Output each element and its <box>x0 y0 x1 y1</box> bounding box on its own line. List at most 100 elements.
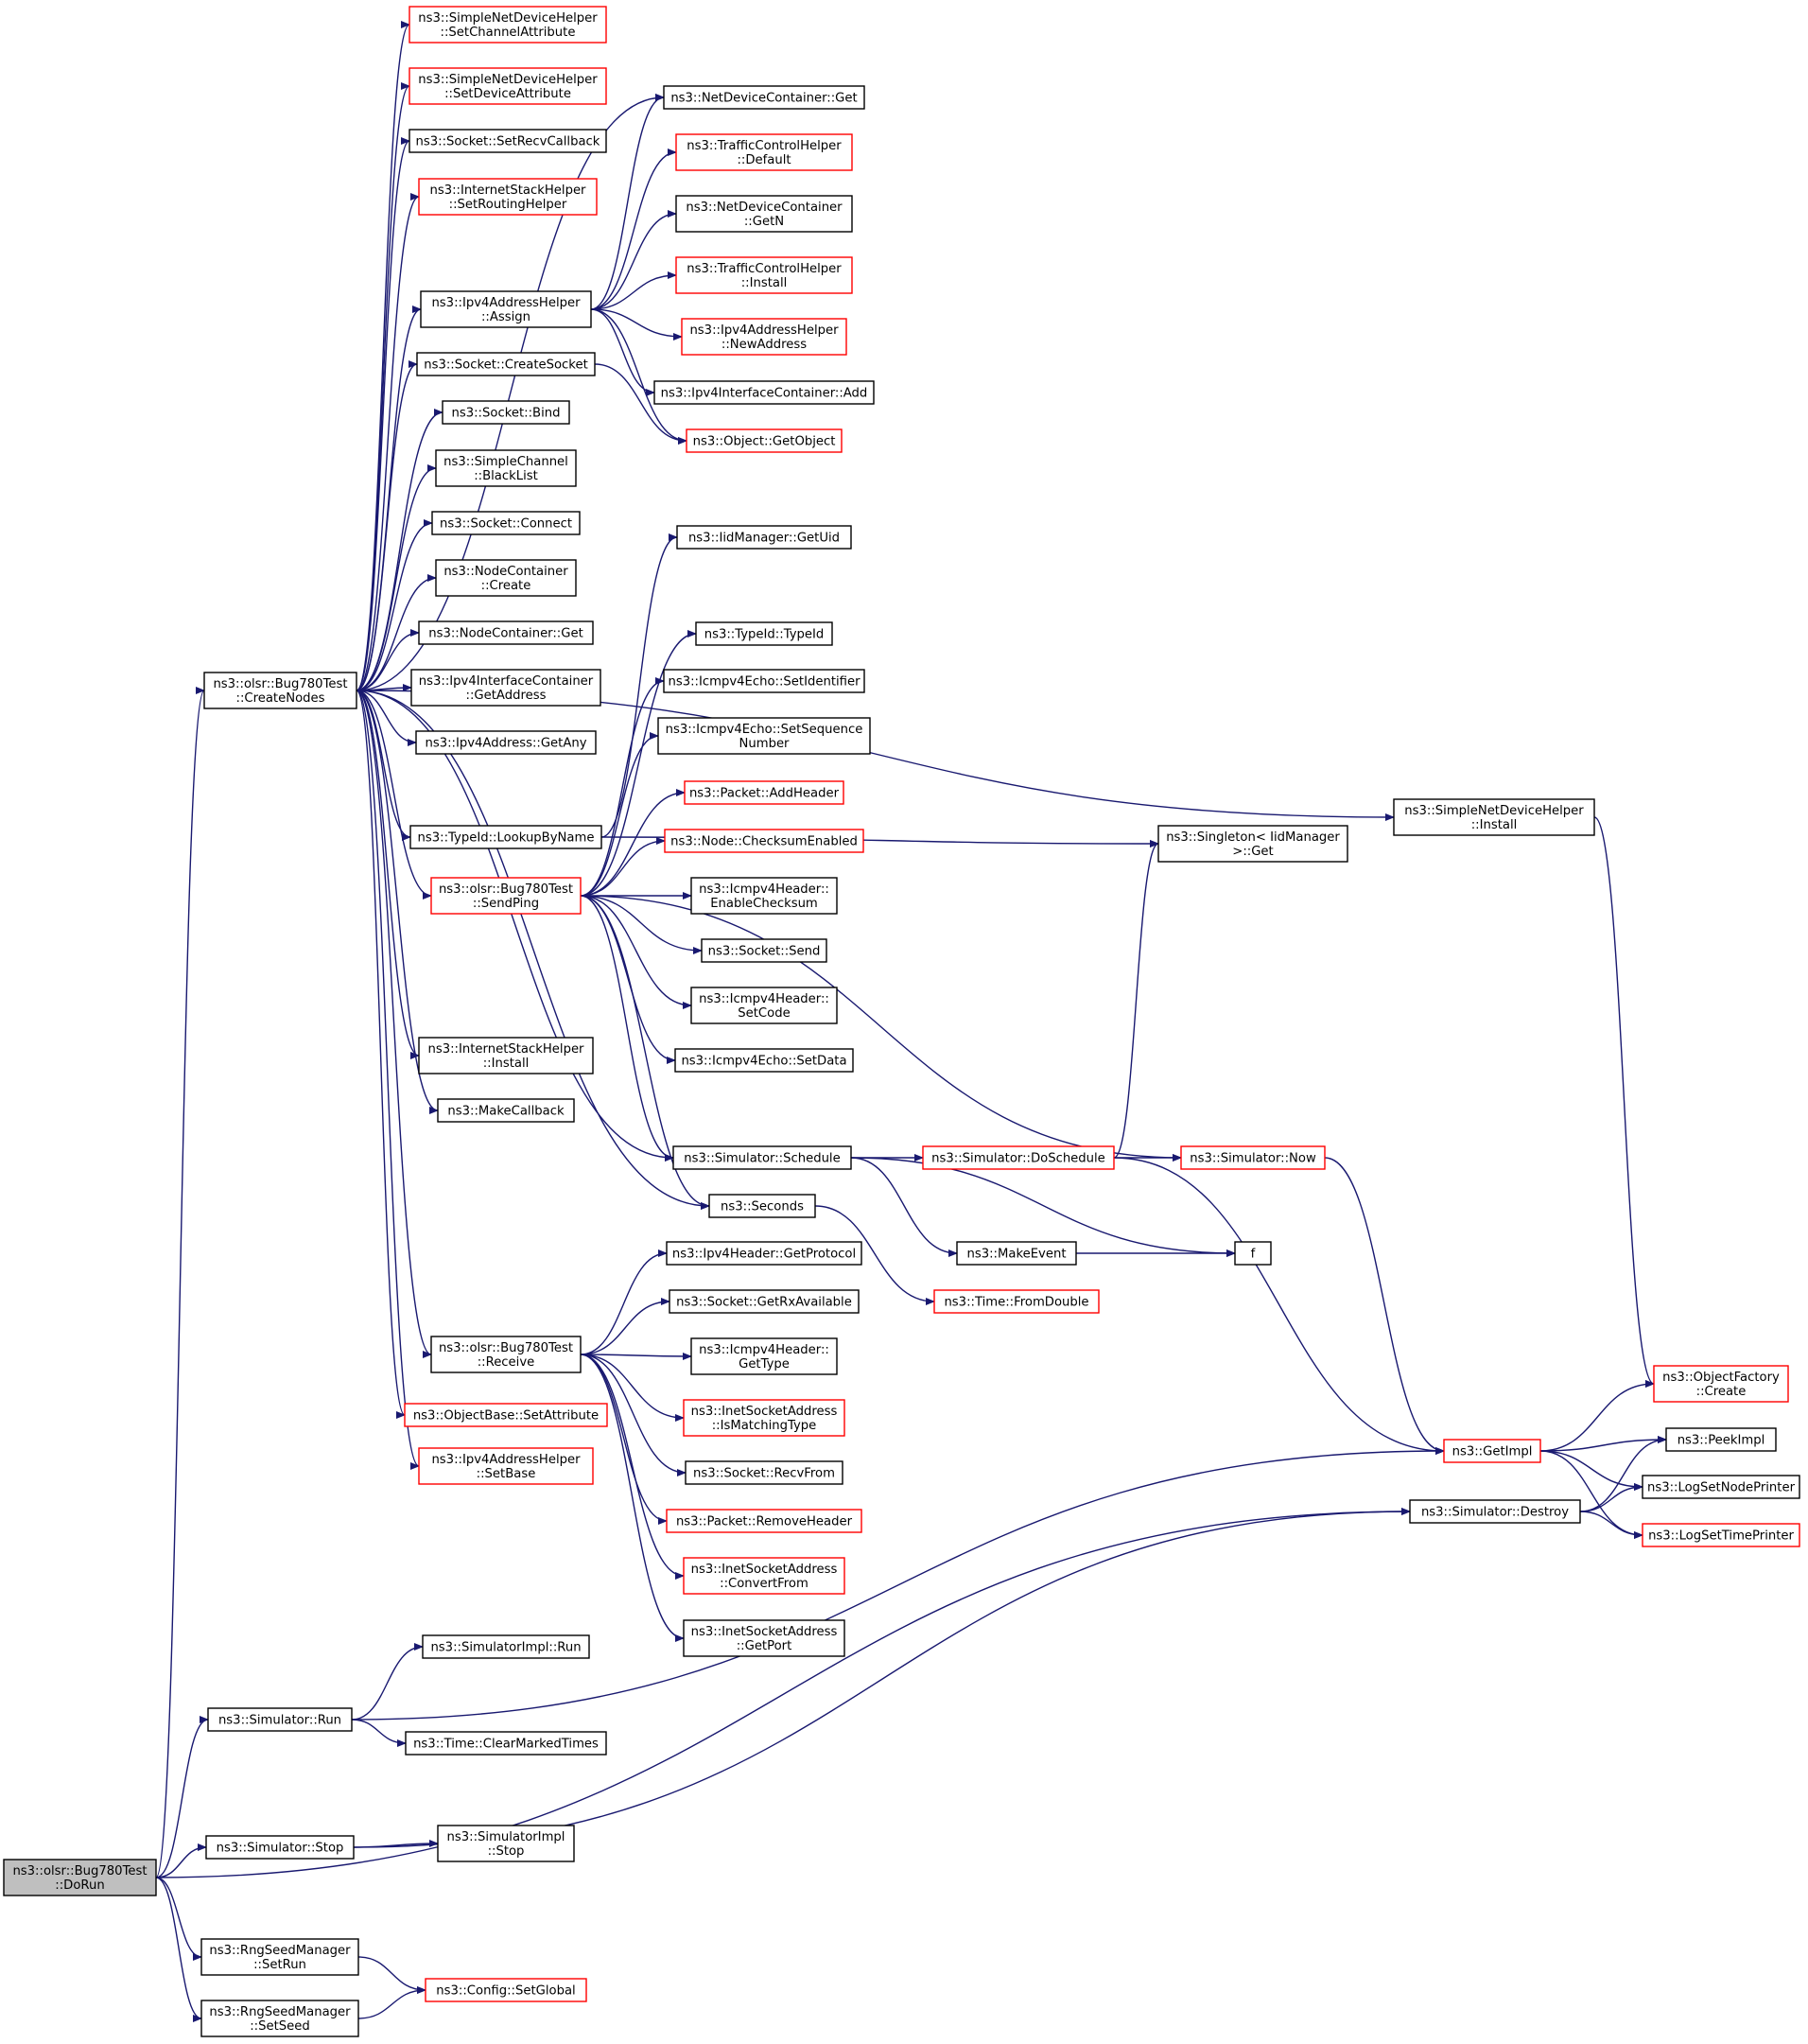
node-checksumenabled[interactable]: ns3::Node::ChecksumEnabled <box>664 829 864 853</box>
node-getprotocol[interactable]: ns3::Ipv4Header::GetProtocol <box>666 1241 862 1266</box>
node-makeevent[interactable]: ns3::MakeEvent <box>956 1241 1077 1266</box>
node-setbase[interactable]: ns3::Ipv4AddressHelper::SetBase <box>418 1447 594 1485</box>
node-nccreate[interactable]: ns3::NodeContainer::Create <box>435 559 577 597</box>
node-label: ::Stop <box>488 1844 525 1859</box>
node-label: ns3::TypeId::TypeId <box>704 628 825 642</box>
node-doschedule[interactable]: ns3::Simulator::DoSchedule <box>922 1145 1115 1170</box>
node-createsocket[interactable]: ns3::Socket::CreateSocket <box>416 352 596 376</box>
node-label: ns3::NetDeviceContainer::Get <box>670 92 857 106</box>
node-assign[interactable]: ns3::Ipv4AddressHelper::Assign <box>420 290 592 328</box>
node-rngsetseed[interactable]: ns3::RngSeedManager::SetSeed <box>200 2000 359 2037</box>
node-simnow[interactable]: ns3::Simulator::Now <box>1180 1145 1326 1170</box>
node-label: ns3::SimpleNetDeviceHelper <box>418 73 598 87</box>
node-simimplrun[interactable]: ns3::SimulatorImpl::Run <box>422 1634 590 1659</box>
node-getany[interactable]: ns3::Ipv4Address::GetAny <box>415 730 597 755</box>
node-ishinstall[interactable]: ns3::InternetStackHelper::Install <box>418 1037 594 1074</box>
node-f[interactable]: f <box>1234 1241 1272 1266</box>
node-box <box>409 6 607 44</box>
node-gettype[interactable]: ns3::Icmpv4Header::GetType <box>690 1337 838 1375</box>
node-removeheader[interactable]: ns3::Packet::RemoveHeader <box>666 1509 862 1533</box>
node-setglobal[interactable]: ns3::Config::SetGlobal <box>425 1978 587 2002</box>
node-receive[interactable]: ns3::olsr::Bug780Test::Receive <box>430 1336 582 1373</box>
node-label: ns3::olsr::Bug780Test <box>439 882 573 897</box>
node-recvfrom[interactable]: ns3::Socket::RecvFrom <box>685 1460 843 1485</box>
node-fromdouble[interactable]: ns3::Time::FromDouble <box>933 1289 1100 1314</box>
node-setattribute[interactable]: ns3::ObjectBase::SetAttribute <box>404 1403 608 1427</box>
node-ofcreate[interactable]: ns3::ObjectFactory::Create <box>1653 1365 1789 1403</box>
node-peekimpl[interactable]: ns3::PeekImpl <box>1665 1427 1777 1452</box>
node-enablechecksum[interactable]: ns3::Icmpv4Header::EnableChecksum <box>690 877 838 915</box>
edge-createnodes-to-schedule <box>356 690 674 1162</box>
node-box <box>683 1557 845 1595</box>
node-rngsetrun[interactable]: ns3::RngSeedManager::SetRun <box>200 1938 359 1976</box>
edge-sendping-to-schedule <box>580 895 674 1162</box>
node-label: f <box>1251 1248 1256 1262</box>
node-getport[interactable]: ns3::InetSocketAddress::GetPort <box>683 1619 845 1657</box>
node-simrun[interactable]: ns3::Simulator::Run <box>207 1707 353 1732</box>
node-getuid[interactable]: ns3::IidManager::GetUid <box>676 525 852 550</box>
node-box <box>1393 798 1595 836</box>
node-logsettimeprinter[interactable]: ns3::LogSetTimePrinter <box>1642 1523 1800 1547</box>
node-ncget[interactable]: ns3::NodeContainer::Get <box>418 620 594 645</box>
node-socketsend[interactable]: ns3::Socket::Send <box>701 938 827 963</box>
node-createnodes[interactable]: ns3::olsr::Bug780Test::CreateNodes <box>203 672 357 709</box>
node-getimpl[interactable]: ns3::GetImpl <box>1443 1439 1541 1463</box>
edge-getimpl-to-logsettimeprinter <box>1539 1450 1643 1539</box>
node-getobject[interactable]: ns3::Object::GetObject <box>686 428 843 453</box>
node-simstop[interactable]: ns3::Simulator::Stop <box>205 1835 355 1860</box>
node-sendping[interactable]: ns3::olsr::Bug780Test::SendPing <box>430 877 582 915</box>
node-dorun[interactable]: ns3::olsr::Bug780Test::DoRun <box>3 1859 157 1896</box>
node-simimplstop[interactable]: ns3::SimulatorImpl::Stop <box>437 1825 575 1862</box>
node-box <box>1180 1145 1326 1170</box>
node-getaddress[interactable]: ns3::Ipv4InterfaceContainer::GetAddress <box>410 669 601 707</box>
node-label: ns3::RngSeedManager <box>209 1944 351 1958</box>
node-setroutinghelper[interactable]: ns3::InternetStackHelper::SetRoutingHelp… <box>418 178 598 216</box>
edge-createnodes-to-seconds <box>356 690 710 1210</box>
node-setchannelattribute[interactable]: ns3::SimpleNetDeviceHelper::SetChannelAt… <box>409 6 607 44</box>
node-ndcget[interactable]: ns3::NetDeviceContainer::Get <box>663 85 865 110</box>
edge-dorun-to-simstop <box>155 1843 207 1878</box>
node-tchdefault[interactable]: ns3::TrafficControlHelper::Default <box>675 133 853 171</box>
node-simdestroy[interactable]: ns3::Simulator::Destroy <box>1409 1499 1581 1524</box>
node-ismatchingtype[interactable]: ns3::InetSocketAddress::IsMatchingType <box>683 1399 845 1437</box>
node-ndcgetn[interactable]: ns3::NetDeviceContainer::GetN <box>675 195 853 233</box>
node-box <box>410 669 601 707</box>
node-setdeviceattribute[interactable]: ns3::SimpleNetDeviceHelper::SetDeviceAtt… <box>409 67 607 105</box>
node-newaddress[interactable]: ns3::Ipv4AddressHelper::NewAddress <box>681 318 847 356</box>
node-setcode[interactable]: ns3::Icmpv4Header::SetCode <box>690 987 838 1024</box>
node-tchinstall[interactable]: ns3::TrafficControlHelper::Install <box>675 256 853 294</box>
node-bind[interactable]: ns3::Socket::Bind <box>442 400 570 425</box>
node-box <box>404 1403 608 1427</box>
node-typeidtypeid[interactable]: ns3::TypeId::TypeId <box>695 621 833 646</box>
node-blacklist[interactable]: ns3::SimpleChannel::BlackList <box>435 449 577 487</box>
node-schedule[interactable]: ns3::Simulator::Schedule <box>672 1145 852 1170</box>
node-convertfrom[interactable]: ns3::InetSocketAddress::ConvertFrom <box>683 1557 845 1595</box>
node-getrxavailable[interactable]: ns3::Socket::GetRxAvailable <box>669 1289 860 1314</box>
node-lookupbyname[interactable]: ns3::TypeId::LookupByName <box>409 825 602 849</box>
node-label: ::SetSeed <box>250 2019 310 2034</box>
node-label: ns3::LogSetNodePrinter <box>1647 1481 1796 1495</box>
edge-line <box>1579 1511 1643 1539</box>
node-sndhinstall[interactable]: ns3::SimpleNetDeviceHelper::Install <box>1393 798 1595 836</box>
edge-line <box>356 519 433 691</box>
node-connect[interactable]: ns3::Socket::Connect <box>431 511 581 535</box>
edge-createnodes-to-makecallback <box>356 690 439 1114</box>
node-makecallback[interactable]: ns3::MakeCallback <box>437 1098 575 1123</box>
edge-createnodes-to-receive <box>356 690 432 1358</box>
node-logsetnodeprinter[interactable]: ns3::LogSetNodePrinter <box>1642 1475 1800 1499</box>
node-label: ns3::Socket::CreateSocket <box>424 358 588 373</box>
node-clearmarkedtimes[interactable]: ns3::Time::ClearMarkedTimes <box>405 1731 607 1756</box>
node-setdata[interactable]: ns3::Icmpv4Echo::SetData <box>674 1048 854 1073</box>
node-box <box>1409 1499 1581 1524</box>
node-label: ns3::Ipv4InterfaceContainer <box>419 674 594 689</box>
node-label: ns3::Time::FromDouble <box>944 1296 1088 1310</box>
node-setidentifier[interactable]: ns3::Icmpv4Echo::SetIdentifier <box>663 669 865 693</box>
node-addheader[interactable]: ns3::Packet::AddHeader <box>684 780 844 805</box>
node-singletonget[interactable]: ns3::Singleton< IidManager >::Get <box>1157 825 1348 863</box>
node-seconds[interactable]: ns3::Seconds <box>708 1194 816 1218</box>
node-label: ns3::Simulator::DoSchedule <box>931 1152 1105 1166</box>
node-iicadd[interactable]: ns3::Ipv4InterfaceContainer::Add <box>653 380 875 405</box>
node-setrecvcallback[interactable]: ns3::Socket::SetRecvCallback <box>409 129 607 153</box>
node-label: ns3::Simulator::Schedule <box>684 1152 840 1166</box>
